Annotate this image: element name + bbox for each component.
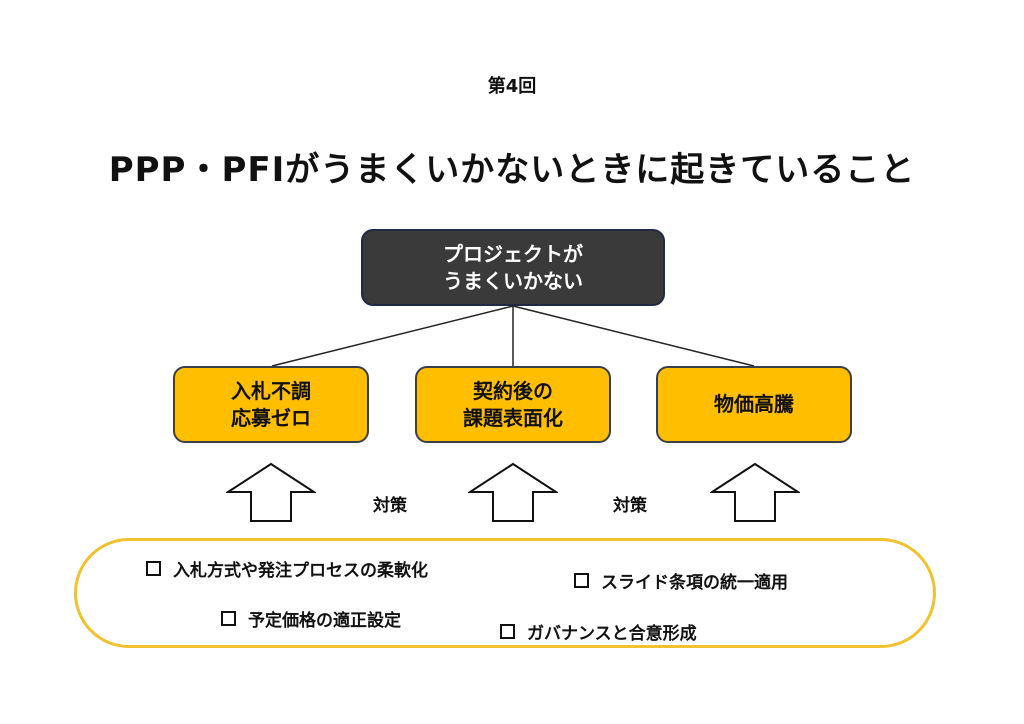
cause-3-line-1: 物価高騰	[714, 392, 794, 416]
measure-item: 予定価格の適正設定	[221, 606, 401, 631]
checkbox-icon	[146, 561, 161, 576]
cause-2-line-1: 契約後の	[473, 378, 553, 403]
checkbox-icon	[500, 624, 515, 639]
connector-root-to-cause-1	[271, 305, 514, 367]
checkbox-icon	[221, 611, 236, 626]
cause-1-line-2: 応募ゼロ	[231, 405, 311, 430]
checkbox-icon	[574, 573, 589, 588]
connector-root-to-cause-3	[512, 305, 755, 367]
measure-label: スライド条項の統一適用	[601, 573, 788, 593]
countermeasure-label: 対策	[373, 496, 407, 516]
slide-title: PPP・PFIがうまくいかないときに起きていること	[108, 150, 916, 190]
up-arrow-icon	[226, 462, 316, 522]
measure-label: ガバナンスと合意形成	[527, 624, 697, 644]
cause-1-line-1: 入札不調	[231, 378, 311, 403]
cause-box-post-contract-issues: 契約後の 課題表面化	[415, 366, 611, 443]
cause-2-line-2: 課題表面化	[463, 405, 563, 430]
cause-box-price-surge: 物価高騰	[656, 366, 852, 443]
up-arrow-icon	[468, 462, 558, 522]
up-arrow-icon	[710, 462, 800, 522]
root-problem-line-1: プロジェクトが	[443, 241, 583, 266]
cause-box-bid-failure: 入札不調 応募ゼロ	[173, 366, 369, 443]
root-problem-line-2: うまくいかない	[443, 268, 583, 293]
measure-label: 予定価格の適正設定	[248, 611, 401, 631]
measure-item: ガバナンスと合意形成	[500, 619, 697, 644]
countermeasure-label: 対策	[613, 496, 647, 516]
root-problem-box: プロジェクトが うまくいかない	[361, 229, 665, 306]
slide-subtitle: 第4回	[487, 76, 537, 97]
measure-item: スライド条項の統一適用	[574, 568, 788, 593]
measure-label: 入札方式や発注プロセスの柔軟化	[173, 561, 428, 581]
measure-item: 入札方式や発注プロセスの柔軟化	[146, 556, 428, 581]
countermeasures-container	[74, 538, 936, 648]
